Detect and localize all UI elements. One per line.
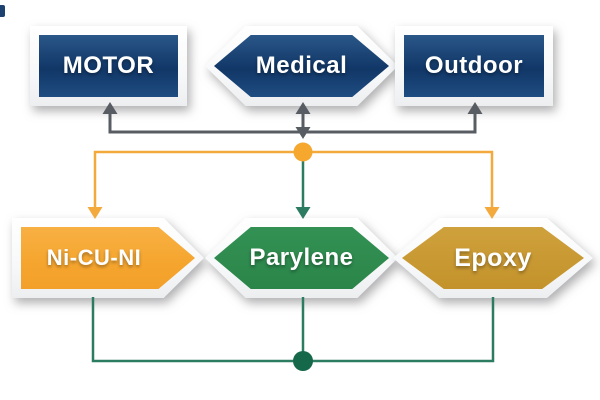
node-parylene-shape: Parylene bbox=[214, 227, 389, 289]
gray-connector-line bbox=[108, 112, 477, 134]
node-motor-label: MOTOR bbox=[62, 52, 155, 79]
node-ni-cu-ni: Ni-CU-NI bbox=[12, 218, 204, 298]
node-medical: Medical bbox=[205, 26, 398, 106]
node-epoxy: Epoxy bbox=[393, 218, 593, 298]
orange-connector-line bbox=[93, 150, 494, 209]
gray-arrowhead-down-medical-icon bbox=[295, 127, 311, 139]
green-junction-dot bbox=[293, 351, 313, 371]
node-ni-cu-ni-shape: Ni-CU-NI bbox=[21, 227, 195, 289]
node-motor: MOTOR bbox=[30, 26, 187, 106]
green-bottom-bus-line bbox=[91, 297, 495, 363]
corner-artifact bbox=[0, 5, 5, 17]
node-ni-cu-ni-label: Ni-CU-NI bbox=[46, 245, 142, 270]
orange-junction-dot bbox=[293, 142, 313, 162]
node-outdoor-label: Outdoor bbox=[424, 52, 524, 79]
node-medical-shape: Medical bbox=[214, 35, 389, 97]
node-parylene-label: Parylene bbox=[249, 244, 354, 271]
node-medical-label: Medical bbox=[255, 52, 348, 79]
node-outdoor-shape: Outdoor bbox=[404, 35, 544, 97]
node-epoxy-shape: Epoxy bbox=[402, 227, 584, 289]
node-motor-shape: MOTOR bbox=[39, 35, 178, 97]
node-outdoor: Outdoor bbox=[395, 26, 553, 106]
node-epoxy-label: Epoxy bbox=[454, 243, 532, 272]
node-parylene: Parylene bbox=[205, 218, 398, 298]
